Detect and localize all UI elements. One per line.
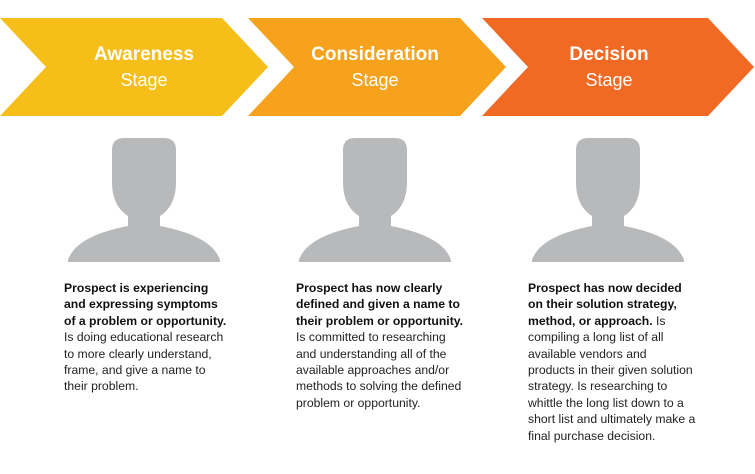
stage-name: Decision — [569, 44, 649, 65]
consideration-stage-title: Consideration Stage — [275, 42, 475, 92]
decision-chevron — [482, 18, 754, 116]
description-lead: Prospect has now decided on their soluti… — [528, 281, 682, 328]
person-silhouette-icon — [299, 138, 451, 262]
description-lead: Prospect has now clearly defined and giv… — [296, 281, 464, 328]
person-silhouette-icon — [532, 138, 684, 262]
consideration-description: Prospect has now clearly defined and giv… — [296, 280, 464, 411]
description-body: Is doing educational research to more cl… — [64, 330, 224, 394]
stage-name: Consideration — [311, 44, 439, 65]
awareness-stage-title: Awareness Stage — [44, 42, 244, 92]
decision-stage-title: Decision Stage — [509, 42, 709, 92]
awareness-chevron — [0, 18, 268, 116]
consideration-chevron — [248, 18, 506, 116]
stage-name: Awareness — [94, 44, 194, 65]
decision-description: Prospect has now decided on their soluti… — [528, 280, 696, 444]
stage-subtitle: Stage — [120, 70, 168, 90]
description-body: Is committed to researching and understa… — [296, 330, 462, 410]
description-lead: Prospect is experiencing and expressing … — [64, 281, 227, 328]
stage-subtitle: Stage — [585, 70, 633, 90]
description-body: Is compiling a long list of all availabl… — [528, 313, 696, 443]
person-silhouette-icon — [68, 138, 220, 262]
stage-chevrons — [0, 18, 754, 116]
awareness-description: Prospect is experiencing and expressing … — [64, 280, 232, 395]
stage-subtitle: Stage — [351, 70, 399, 90]
